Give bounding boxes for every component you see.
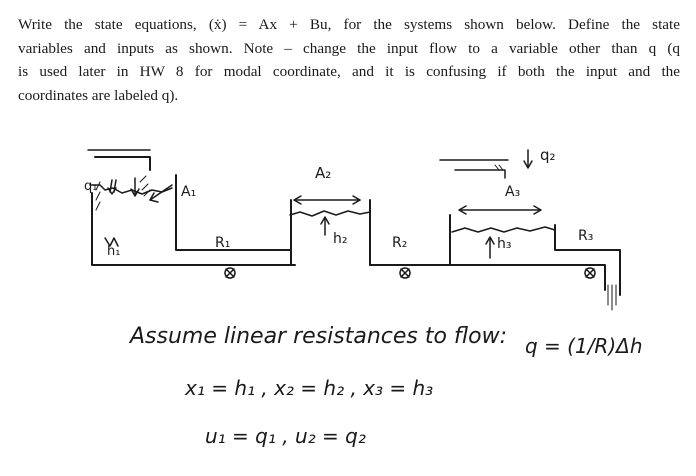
label-r3: R₃ [578,228,593,244]
tank-3 [449,205,601,266]
note-inputs: u₁ = q₁ , u₂ = q₂ [205,424,366,448]
label-a1: A₁ [181,184,196,200]
note-formula: q = (1/R)Δh [525,334,643,358]
tank-2 [289,195,371,266]
tank-1-water-surface [89,184,173,195]
label-r1: R₁ [215,235,230,251]
note-assume: Assume linear resistances to flow: [128,324,507,349]
label-q2: q₂ [540,146,556,164]
pipe-r2 [369,249,451,279]
tank-3-water-surface [451,226,556,233]
label-h1: h₁ [107,244,120,259]
tank-1-wall-hatching [95,181,101,211]
label-h3: h₃ [497,236,512,252]
valve-r3-icon [584,267,596,279]
label-a3: A₃ [505,184,520,200]
input-q1 [87,149,151,197]
a1-arrow [149,184,173,201]
label-a2: A₂ [315,164,331,182]
pipe-r3 [449,249,621,311]
label-r2: R₂ [392,235,407,251]
pipe-r1 [174,264,296,279]
problem-statement: Write the state equations, (ẋ) = Ax + Bu… [18,13,680,107]
problem-line-3: is used later in HW 8 for modal coordina… [18,63,680,81]
label-h2: h₂ [333,231,348,247]
valve-r2-icon [399,267,411,279]
problem-line-1: Write the state equations, (ẋ) = Ax + Bu… [18,16,680,33]
tank-1 [89,174,291,266]
h1-arrow-marker [104,237,119,247]
valve-r1-icon [224,267,236,279]
tank-2-water-surface [289,210,371,217]
outlet-flow-lines [607,284,617,311]
problem-line-4: coordinates are labeled q). [18,86,179,104]
note-states: x₁ = h₁ , x₂ = h₂ , x₃ = h₃ [184,376,433,400]
input-q2 [439,149,533,179]
problem-line-2: variables and inputs as shown. Note – ch… [18,39,680,57]
label-q1: q₁ [84,179,97,194]
